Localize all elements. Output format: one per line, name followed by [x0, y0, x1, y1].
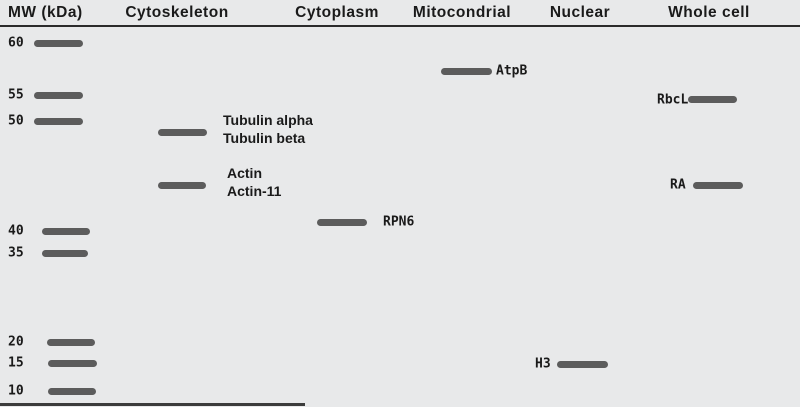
lane-header-mitocondrial: Mitocondrial — [412, 4, 512, 21]
mw-mark-40: 40 — [8, 223, 24, 239]
ladder-band-15 — [48, 359, 97, 367]
ladder-band-40 — [42, 227, 90, 235]
band-ra — [693, 181, 743, 189]
lane-header-whole-cell: Whole cell — [668, 4, 750, 21]
mw-mark-55: 55 — [8, 87, 24, 103]
band-label-ra: RA — [670, 177, 686, 193]
mw-mark-15: 15 — [8, 355, 24, 371]
band-label-tubulin-beta: Tubulin beta — [223, 130, 306, 146]
band-atpb — [441, 67, 492, 75]
band-label-rbcl: RbcL — [657, 92, 689, 107]
band-label-actin: Actin — [227, 165, 262, 181]
mw-mark-10: 10 — [8, 383, 24, 399]
header-divider-line — [0, 25, 800, 27]
band-actin — [158, 181, 206, 189]
ladder-band-60 — [34, 39, 83, 47]
mw-mark-20: 20 — [8, 334, 24, 350]
mw-mark-60: 60 — [8, 35, 24, 51]
figure-bottom-edge-line — [0, 403, 305, 406]
mw-axis-header: MW (kDa) — [8, 4, 83, 21]
band-label-actin-11: Actin-11 — [227, 183, 282, 199]
ladder-band-55 — [34, 91, 83, 99]
band-tubulin — [158, 129, 207, 136]
band-h3 — [557, 360, 608, 368]
lane-header-cytoskeleton: Cytoskeleton — [125, 4, 229, 21]
ladder-band-10 — [48, 387, 96, 395]
band-label-tubulin-alpha: Tubulin alpha — [223, 112, 313, 128]
ladder-band-50 — [34, 117, 83, 125]
ladder-band-20 — [47, 338, 95, 346]
band-rbcl — [688, 96, 737, 103]
band-label-atpb: AtpB — [496, 63, 528, 79]
mw-mark-35: 35 — [8, 245, 24, 261]
lane-header-cytoplasm: Cytoplasm — [295, 4, 379, 21]
band-label-h3: H3 — [535, 356, 551, 372]
band-label-rpn6: RPN6 — [383, 214, 415, 230]
lane-header-nuclear: Nuclear — [549, 4, 611, 21]
mw-mark-50: 50 — [8, 113, 24, 129]
ladder-band-35 — [42, 249, 88, 257]
band-rpn6 — [317, 218, 367, 226]
